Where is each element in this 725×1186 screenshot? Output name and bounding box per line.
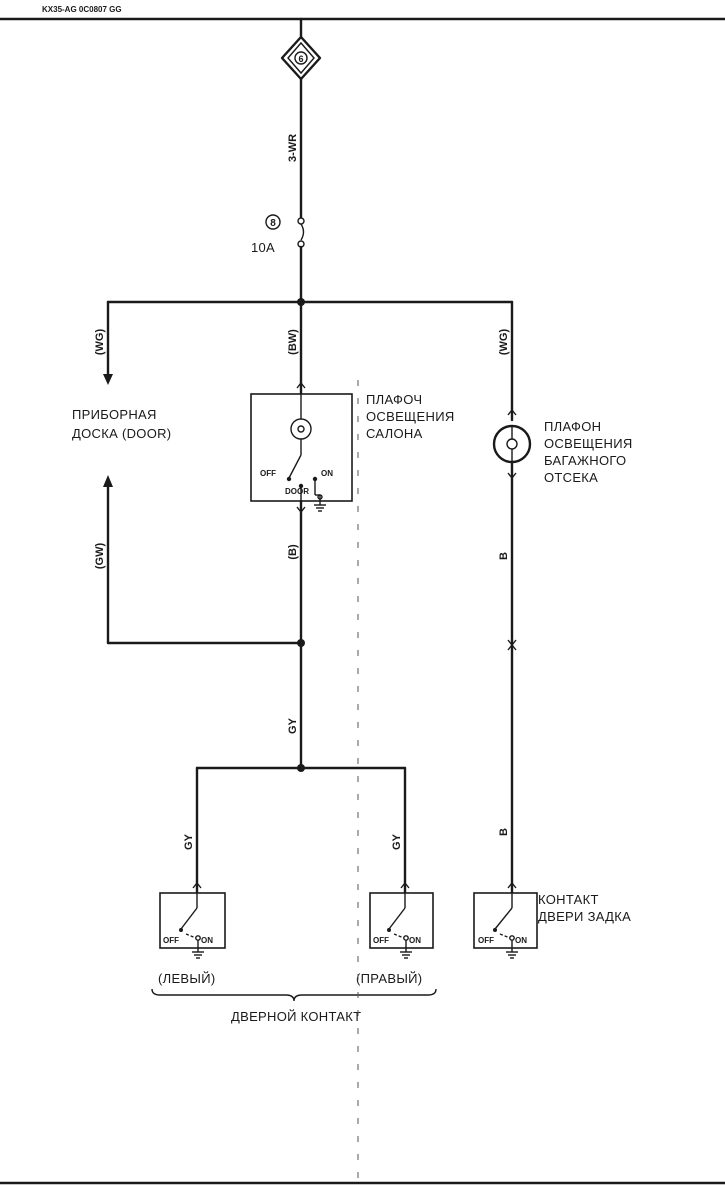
cabin-lamp-label-3: САЛОНА [366, 426, 423, 441]
cabin-lamp-label-2: ОСВЕЩЕНИЯ [366, 409, 455, 424]
wire-label-left-wg: (WG) [94, 329, 106, 356]
right-switch-on: ON [409, 936, 421, 945]
tailgate-switch-label-2: ДВЕРИ ЗАДКА [538, 909, 631, 924]
wire-label-gy-right: GY [391, 833, 403, 850]
left-switch-label: (ЛЕВЫЙ) [158, 971, 215, 986]
wire-label-right-wg: (WG) [498, 329, 510, 356]
cabin-lamp-label-1: ПЛАФОЧ [366, 392, 422, 407]
door-switch-brace [151, 988, 437, 1002]
tailgate-switch-label-1: КОНТАКТ [538, 892, 599, 907]
cabin-lamp-on: ON [321, 469, 333, 478]
cabin-lamp-door: DOOR [285, 487, 309, 496]
trunk-lamp-label-1: ПЛАФОН [544, 419, 601, 434]
wire-label-bw: (BW) [287, 329, 299, 355]
left-door-switch: OFF ON [159, 881, 226, 959]
instrument-panel-label-2: ДОСКА (DOOR) [72, 426, 171, 441]
fuse: 8 10A [251, 214, 305, 255]
connector-number: 6 [298, 54, 303, 64]
trunk-lamp [492, 424, 532, 464]
supply-connector: 6 [280, 35, 322, 81]
fuse-number: 8 [270, 218, 276, 229]
door-switch-caption: ДВЕРНОЙ КОНТАКТ [231, 1009, 361, 1024]
junction-return [297, 639, 305, 647]
tailgate-switch: OFF ON [473, 881, 538, 959]
tailgate-switch-off: OFF [478, 936, 494, 945]
wire-label-gy-center: GY [287, 717, 299, 734]
right-switch-off: OFF [373, 936, 389, 945]
instrument-panel-label-1: ПРИБОРНАЯ [72, 407, 157, 422]
left-switch-off: OFF [163, 936, 179, 945]
trunk-lamp-label-4: ОТСЕКА [544, 470, 598, 485]
cabin-lamp-off: OFF [260, 469, 276, 478]
left-switch-on: ON [201, 936, 213, 945]
wire-label-3wr: 3-WR [287, 134, 299, 162]
header-code: KX35-AG 0C0807 GG [42, 5, 122, 14]
wire-label-b-center: (B) [287, 544, 299, 560]
right-switch-label: (ПРАВЫЙ) [356, 971, 422, 986]
trunk-lamp-label-2: ОСВЕЩЕНИЯ [544, 436, 633, 451]
arrow-down-icon [103, 374, 113, 385]
wire-label-b-right-1: B [498, 552, 510, 560]
trunk-lamp-label-3: БАГАЖНОГО [544, 453, 626, 468]
tailgate-switch-on: ON [515, 936, 527, 945]
fuse-rating: 10A [251, 240, 275, 255]
arrow-up-icon [103, 475, 113, 487]
cabin-lamp: OFF ON DOOR [250, 393, 353, 512]
wire-label-gy-left: GY [183, 833, 195, 850]
wire-label-b-right-2: B [498, 828, 510, 836]
wire-label-gw: (GW) [94, 543, 106, 570]
right-door-switch: OFF ON [369, 881, 434, 959]
